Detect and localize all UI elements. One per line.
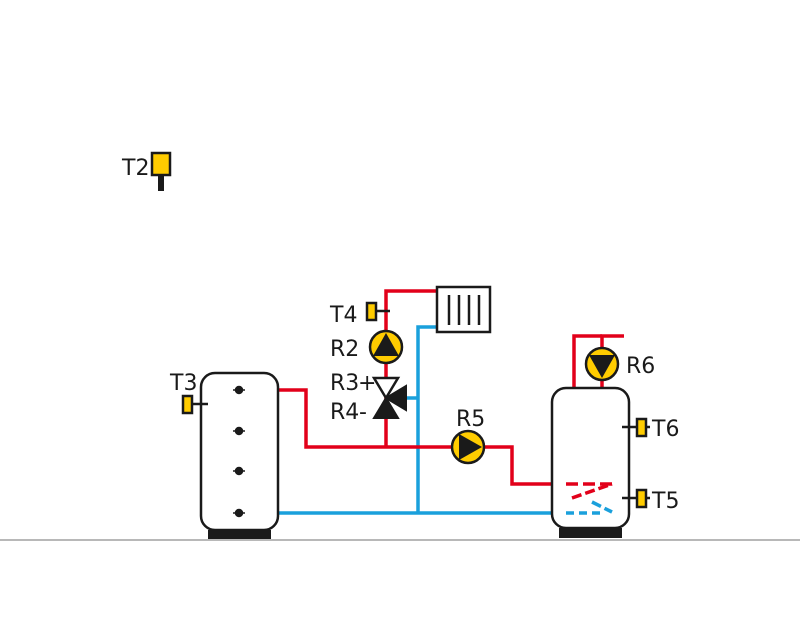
label-t6: T6: [651, 417, 679, 442]
buffer-tank-icon: [199, 371, 280, 532]
charge-pipe: [386, 445, 562, 486]
pump-r5: R5: [450, 407, 485, 465]
label-t2: T2: [121, 156, 149, 181]
pump-r6: R6: [584, 346, 655, 382]
hot-water-tank-icon: [550, 386, 631, 530]
outdoor-sensor-t2: T2: [121, 151, 172, 191]
sensor-icon: [635, 417, 648, 438]
sensor-t5: T5: [622, 488, 679, 514]
sensor-t4: T4: [329, 301, 390, 328]
label-r5: R5: [456, 407, 485, 432]
mixing-valve: R3 + R4 -: [330, 371, 407, 425]
label-r6: R6: [626, 354, 655, 379]
pump-r2: R2: [330, 329, 404, 365]
hot-water-tank-base: [559, 528, 622, 538]
sensor-icon: [365, 301, 378, 322]
radiator-icon: [435, 285, 492, 334]
three-way-valve-icon: [371, 376, 401, 401]
buffer-flow-pipe: [268, 388, 386, 449]
valve-lower-cone: [372, 396, 400, 419]
pump-arrow-down: [589, 355, 615, 378]
tank-connection-points: [233, 385, 245, 518]
sensor-stem: [158, 175, 164, 191]
label-r3: R3: [330, 371, 359, 396]
dhw-supply-left: [572, 334, 602, 388]
label-r4-sign: -: [359, 400, 367, 425]
label-r2: R2: [330, 337, 359, 362]
sensor-t6: T6: [622, 417, 679, 442]
sensor-icon: [150, 151, 172, 177]
hot-water-tank: T6 T5: [550, 386, 679, 538]
pump-arrow-up: [373, 333, 399, 356]
label-r3-sign: +: [358, 371, 376, 396]
heating-circuit-pipe: [384, 289, 437, 447]
sensor-icon: [635, 488, 648, 509]
label-t3: T3: [169, 371, 197, 396]
radiator: [435, 285, 492, 334]
sensor-icon: [181, 394, 194, 415]
sensor-t3: T3: [169, 371, 208, 415]
buffer-tank: T3: [169, 371, 280, 539]
pump-arrow-right: [459, 434, 482, 460]
label-t4: T4: [329, 303, 357, 328]
label-r4: R4: [330, 400, 359, 425]
valve-side-cone: [384, 384, 407, 412]
radiator-return-pipe: [416, 325, 437, 513]
label-t5: T5: [651, 489, 679, 514]
buffer-tank-base: [208, 530, 271, 539]
